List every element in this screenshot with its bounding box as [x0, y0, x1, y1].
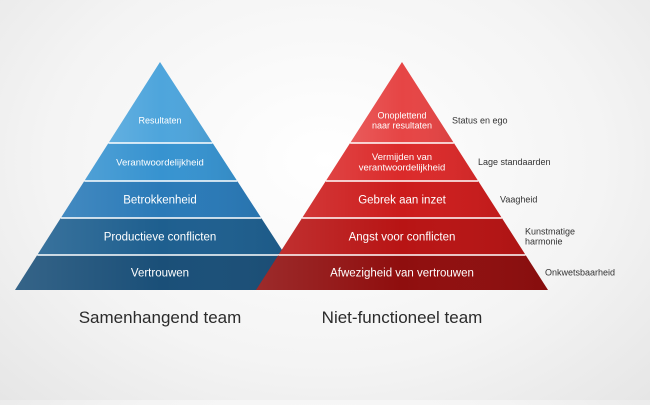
pyramid-1-level-2-label: Gebrek aan inzet — [358, 195, 446, 207]
pyramid-1-level-0-note: Status en ego — [452, 116, 508, 126]
pyramid-1-level-3-shine — [278, 218, 526, 255]
pyramid-0-level-3-shine — [37, 218, 286, 255]
pyramid-1-level-2-note: Vaagheid — [500, 195, 537, 205]
pyramid-0-level-2-label: Betrokkenheid — [123, 195, 197, 207]
pyramid-0-level-1-label: Verantwoordelijkheid — [116, 157, 204, 168]
pyramid-0-level-4-label: Vertrouwen — [131, 268, 189, 280]
pyramid-1-level-2-shine — [302, 181, 502, 218]
pyramid-0-title: Samenhangend team — [79, 308, 242, 327]
pyramid-0-level-1-shine — [84, 143, 238, 181]
pyramid-1-level-4-note: Onkwetsbaarheid — [545, 268, 615, 278]
pyramid-1-level-0-shine — [350, 62, 454, 143]
pyramid-0-level-2-shine — [60, 181, 262, 218]
pyramid-1-level-1-note: Lage standaarden — [478, 157, 551, 167]
pyramid-1-level-3-label: Angst voor conflicten — [349, 232, 456, 244]
pyramid-0-level-3-label: Productieve conflicten — [104, 232, 217, 244]
pyramid-1-level-4-shine — [256, 255, 548, 290]
pyramid-1-title: Niet-functioneel team — [322, 308, 483, 327]
pyramid-0-level-4-shine — [15, 255, 308, 290]
pyramid-1-level-4-label: Afwezigheid van vertrouwen — [330, 268, 474, 280]
cohesive-team-pyramid: ResultatenVerantwoordelijkheidBetrokkenh… — [15, 62, 308, 327]
pyramid-1-level-1-shine — [325, 143, 479, 181]
pyramid-0-level-0-label: Resultaten — [138, 116, 181, 126]
pyramid-0-level-0-shine — [108, 62, 213, 143]
